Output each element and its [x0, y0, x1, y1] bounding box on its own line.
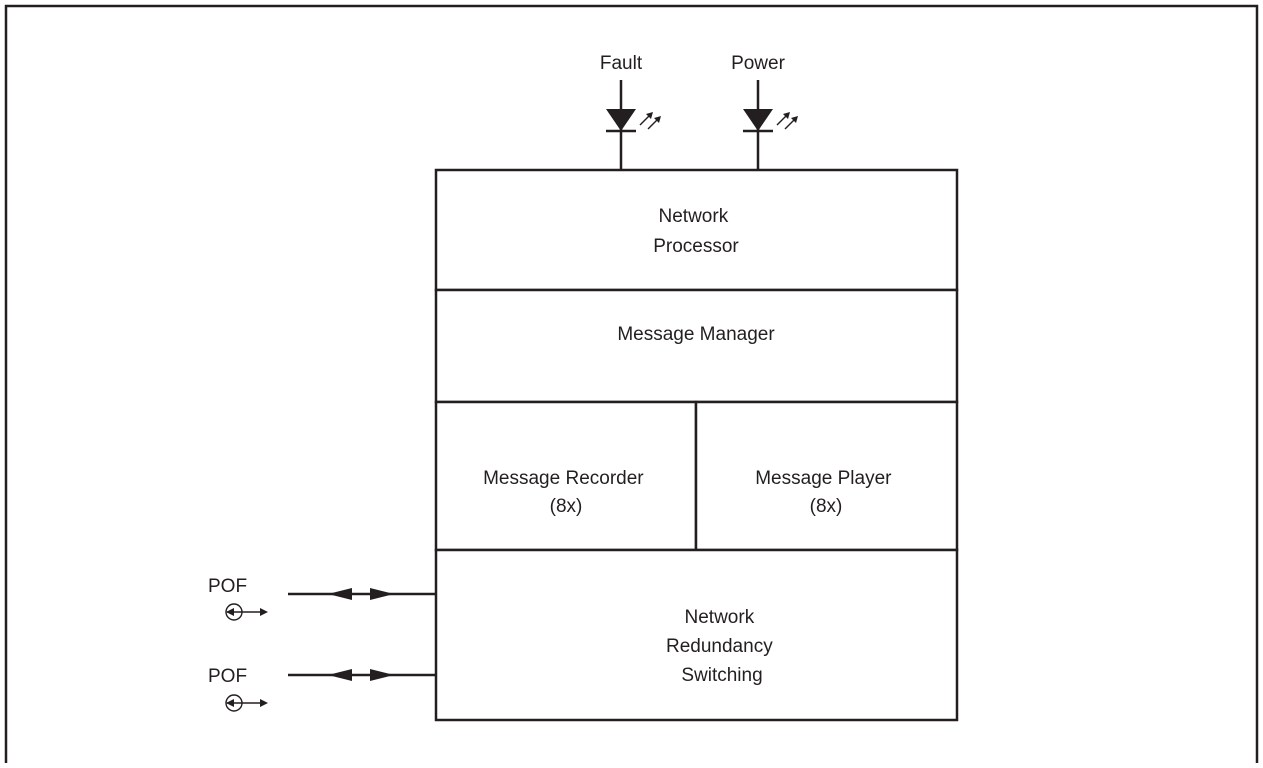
message-player-label: Message Player (8x): [755, 468, 897, 517]
message-recorder-label: Message Recorder (8x): [483, 468, 649, 517]
fault-led-light-arrows-icon: [639, 112, 661, 130]
arrow-right-icon: [370, 669, 394, 681]
power-led-light-arrows-icon: [776, 112, 798, 130]
message-manager-block: [434, 288, 959, 404]
pof-link-1: [288, 588, 436, 600]
power-led-diode-triangle: [743, 109, 773, 131]
arrow-left-icon: [328, 588, 352, 600]
network-processor-block: [434, 168, 959, 292]
arrow-left-icon: [328, 669, 352, 681]
pof-port-1-label: POF: [208, 576, 247, 597]
power-led: Power: [731, 53, 798, 170]
network-redundancy-switching-block: [434, 548, 959, 722]
arrow-right-icon: [370, 588, 394, 600]
message-player-block: [694, 400, 959, 552]
pof-port-2-label: POF: [208, 666, 247, 687]
power-led-label: Power: [731, 53, 786, 74]
fiber-connector-icon: [225, 694, 268, 712]
fiber-connector-icon: [225, 603, 268, 621]
fault-led-diode-triangle: [606, 109, 636, 131]
pof-port-2: POF: [208, 666, 436, 712]
fault-led-label: Fault: [600, 53, 643, 74]
message-manager-label: Message Manager: [617, 324, 775, 345]
pof-port-1: POF: [208, 576, 436, 621]
fault-led: Fault: [600, 53, 661, 170]
device-block: Network Processor Message Manager Messag…: [434, 168, 959, 722]
outer-border: [4, 4, 1259, 763]
pof-link-2: [288, 669, 436, 681]
network-processor-label: Network Processor: [653, 206, 739, 257]
network-redundancy-switching-label: Network Redundancy Switching: [666, 607, 778, 686]
